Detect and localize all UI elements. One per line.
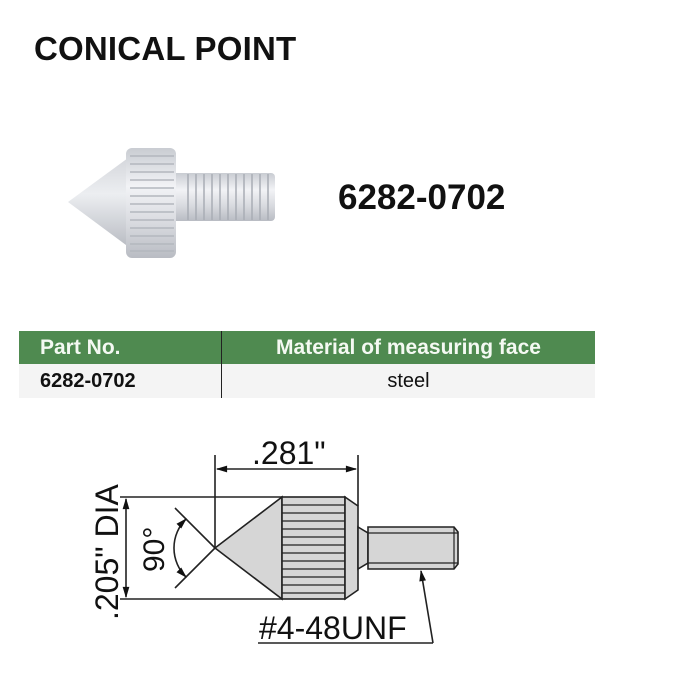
length-dimension-label: .281" [252, 435, 326, 471]
thread-spec-label: #4-48UNF [259, 610, 407, 646]
page-title: CONICAL POINT [34, 30, 297, 67]
header-material: Material of measuring face [221, 331, 595, 364]
table-header-row: Part No. Material of measuring face [19, 331, 595, 364]
part-number-heading: 6282-0702 [338, 178, 506, 217]
spec-table: Part No. Material of measuring face 6282… [19, 331, 595, 398]
conical-point-photo [68, 148, 275, 258]
cell-material: steel [221, 364, 595, 398]
angle-dimension-label: 90° [138, 527, 171, 572]
table-row: 6282-0702 steel [19, 364, 595, 398]
technical-drawing: .281" .205" DIA 90° #4-48UNF [89, 435, 459, 646]
header-part-no: Part No. [19, 331, 222, 364]
cell-part-no: 6282-0702 [19, 364, 222, 398]
diameter-dimension-label: .205" DIA [89, 483, 125, 620]
